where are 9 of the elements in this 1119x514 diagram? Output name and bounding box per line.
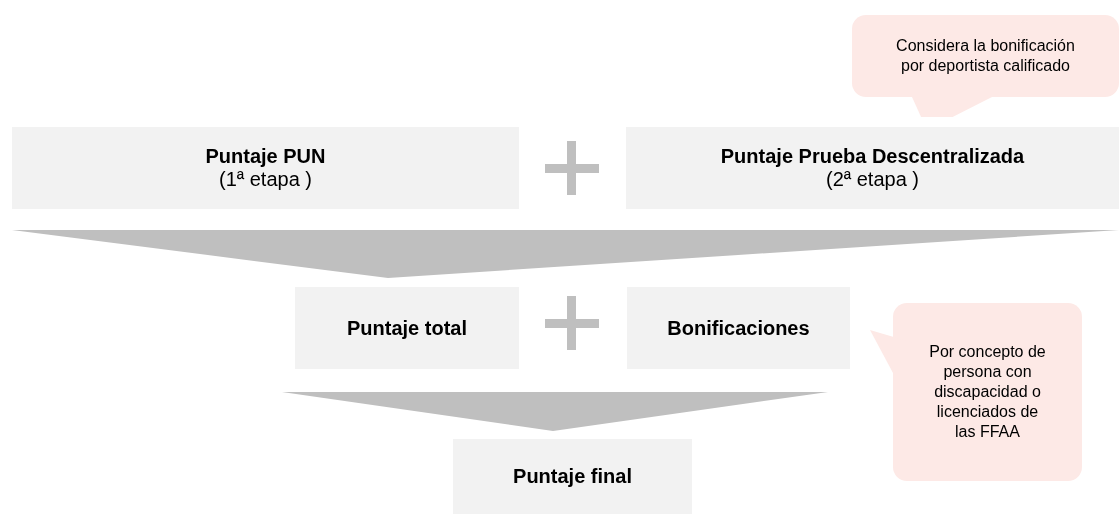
callout-text: Por concepto de persona con discapacidad o licenciados de las FFAA bbox=[929, 342, 1046, 442]
box-title: Puntaje total bbox=[347, 316, 467, 340]
box-title: Puntaje PUN bbox=[205, 145, 326, 168]
callout-text: Considera la bonificación por deportista calificado bbox=[895, 36, 1076, 76]
box-title: Puntaje Prueba Descentralizada bbox=[720, 145, 1025, 168]
box-subtitle: (2ª etapa ) bbox=[826, 168, 919, 191]
box-title: Puntaje final bbox=[513, 465, 632, 488]
box-title: Bonificaciones bbox=[667, 316, 810, 340]
box-subtitle: (1ª etapa ) bbox=[219, 168, 312, 191]
